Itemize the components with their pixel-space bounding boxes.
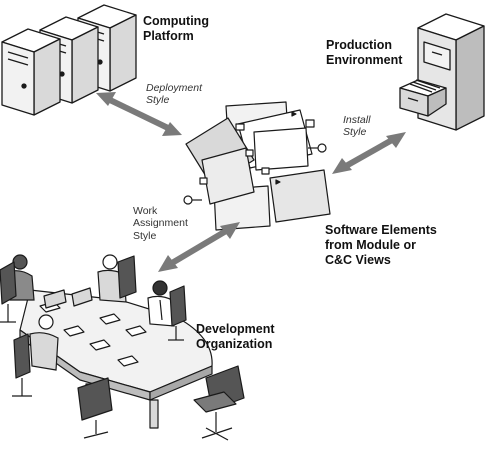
chair-icon <box>77 377 113 439</box>
software-elements-label: Software Elements from Module or C&C Vie… <box>325 223 437 267</box>
work-assignment-arrow <box>158 222 240 272</box>
computing-platform-label: Computing Platform <box>143 14 209 43</box>
office-chairs <box>0 255 245 441</box>
filing-cabinet-icon <box>399 13 485 131</box>
chair-icon <box>193 365 245 441</box>
person-icon <box>29 314 59 371</box>
production-environment-label: Production Environment <box>326 38 403 67</box>
chair-icon <box>0 261 17 323</box>
chair-icon <box>12 333 32 397</box>
development-organization-label: Development Organization <box>196 322 275 351</box>
server-rack-icon <box>1 4 137 116</box>
server-icon <box>1 28 61 116</box>
person-icon <box>147 280 175 327</box>
deployment-style-label: Deployment Style <box>146 82 203 107</box>
software-elements-cluster <box>183 101 331 231</box>
team-members <box>7 254 175 371</box>
deployment-arrow <box>96 92 182 136</box>
install-arrow <box>332 132 406 174</box>
chair-icon <box>168 285 187 341</box>
work-assignment-style-label: Work Assignment Style <box>133 205 188 242</box>
install-style-label: Install Style <box>343 114 371 139</box>
chair-icon <box>117 255 137 299</box>
